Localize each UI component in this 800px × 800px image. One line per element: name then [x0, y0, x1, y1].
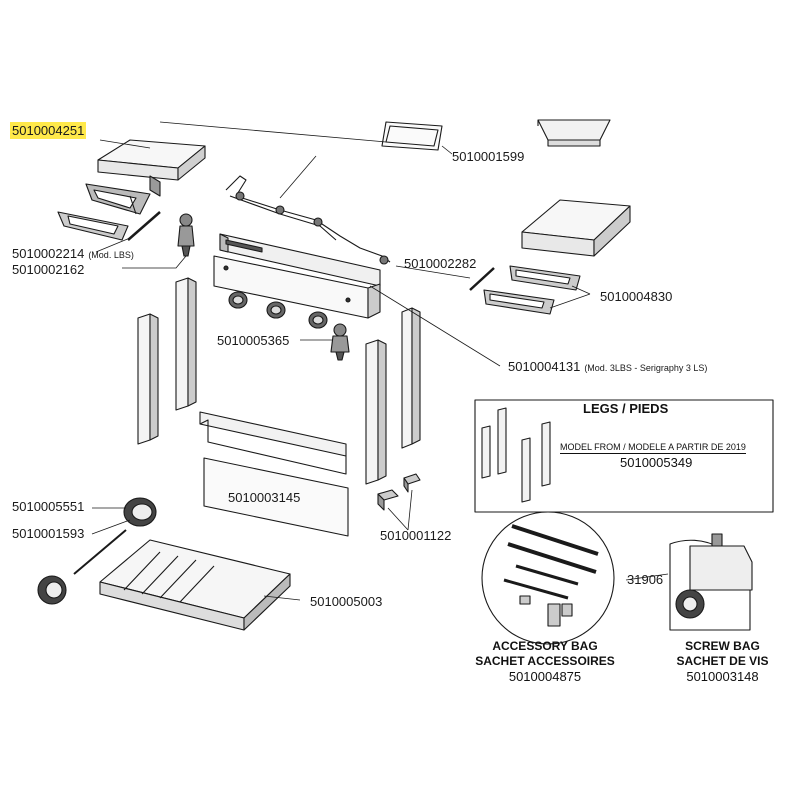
part-label-shelf-bracket[interactable]: 5010001599: [452, 149, 525, 164]
accessory-bag-illustration: [481, 511, 615, 645]
part-label-gas[interactable]: 31906: [627, 572, 664, 587]
part-label-accessory-bag[interactable]: 5010004875: [508, 669, 582, 684]
legs-box-model-note: MODEL FROM / MODELE A PARTIR DE 2019: [560, 442, 746, 454]
control-panel: [213, 233, 381, 319]
cart-legs: [137, 277, 421, 485]
screw-bag-title-en: SCREW BAG: [685, 639, 760, 653]
screw-bag-caption: SCREW BAG SACHET DE VIS 5010003148: [655, 639, 790, 684]
model-note-serigraphy: (Mod. 3LBS - Serigraphy 3 LS): [584, 363, 708, 373]
legs-box-title: LEGS / PIEDS: [583, 401, 669, 416]
leader-lines: [91, 121, 669, 601]
part-label-caps[interactable]: 5010001122: [380, 528, 452, 543]
grill-body-fragment: [537, 119, 611, 147]
knobs: [228, 291, 328, 329]
accessory-bag-caption: ACCESSORY BAG SACHET ACCESSOIRES 5010004…: [460, 639, 630, 684]
side-shelf-right: [521, 199, 631, 257]
side-shelf-left: [85, 139, 206, 215]
front-rail: [199, 411, 347, 475]
part-label-crossbar[interactable]: 5010002282: [404, 256, 477, 271]
axle-rod: [73, 529, 127, 575]
igniter: [177, 213, 195, 257]
part-label-shelf-right-supports[interactable]: 5010004830: [600, 289, 673, 304]
part-label-screw-bag[interactable]: 5010003148: [686, 669, 759, 684]
bottom-shelf: [99, 539, 291, 631]
part-label-control-panel[interactable]: 5010004131(Mod. 3LBS - Serigraphy 3 LS): [508, 359, 708, 374]
wheels: [37, 497, 157, 605]
side-shelf-support: [57, 211, 129, 241]
model-note-lbs: (Mod. LBS): [88, 250, 134, 260]
gas-manifold-tube: [225, 175, 391, 265]
support-rod: [127, 211, 161, 241]
front-panel: [203, 457, 349, 537]
accessory-bag-title-en: ACCESSORY BAG: [492, 639, 598, 653]
part-label-bottom-shelf[interactable]: 5010005003: [310, 594, 383, 609]
screw-bag-title-fr: SACHET DE VIS: [676, 654, 769, 668]
end-caps: [377, 473, 421, 511]
part-label-control-panel-bracket[interactable]: 5010002162: [12, 262, 85, 277]
crossbar-rod: [469, 267, 495, 291]
shelf-bracket: [381, 121, 443, 151]
part-label-wheel[interactable]: 5010005551: [12, 499, 85, 514]
part-label-legs[interactable]: 5010005349: [620, 455, 693, 470]
part-label-front-panel[interactable]: 5010003145: [228, 490, 301, 505]
accessory-bag-title-fr: SACHET ACCESSOIRES: [475, 654, 615, 668]
part-label-knob[interactable]: 5010005365: [217, 333, 290, 348]
side-shelf-right-supports: [483, 265, 581, 315]
part-label-axle[interactable]: 5010001593: [12, 526, 85, 541]
screw-bag-illustration: [669, 533, 753, 631]
part-label-side-shelf-support[interactable]: 5010002214(Mod. LBS): [12, 246, 134, 261]
part-label-side-shelf-left[interactable]: 5010004251: [10, 122, 87, 139]
knob-igniter: [330, 323, 350, 361]
legs-box: [474, 399, 774, 513]
